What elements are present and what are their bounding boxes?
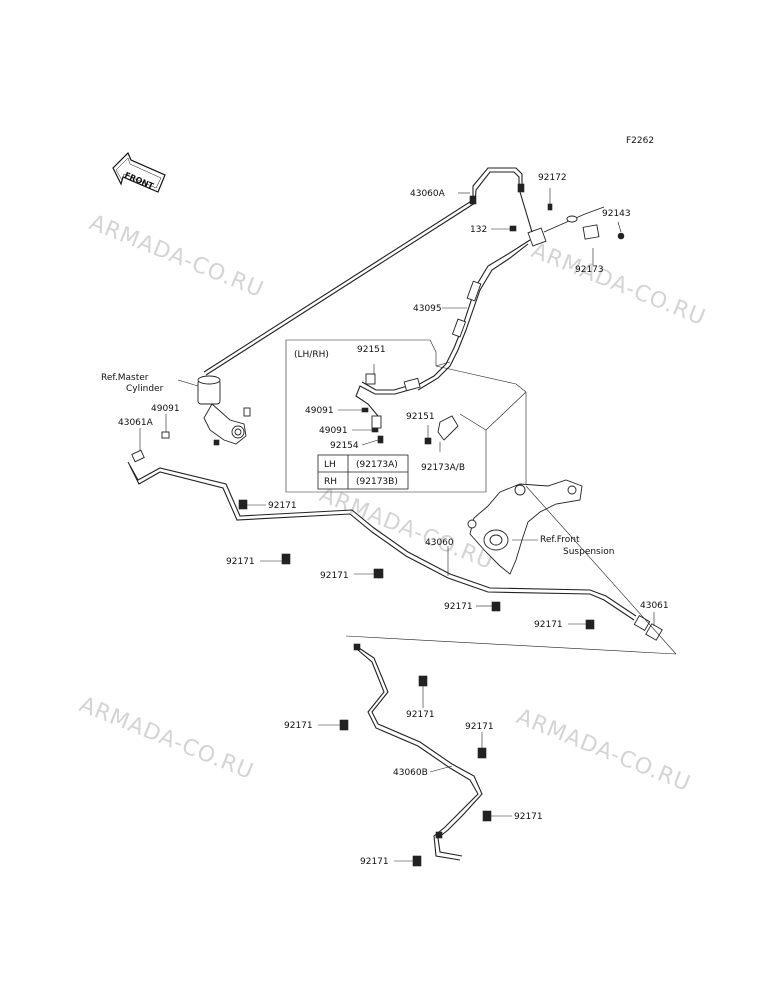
part-label-92171-g: 92171 [284,721,313,731]
part-label-49091-left: 49091 [151,404,180,414]
part-label-92154: 92154 [330,441,359,451]
clamp-icon [482,810,492,822]
part-label-92143: 92143 [602,209,631,219]
part-label-92173AB: 92173A/B [421,463,465,473]
brake-hose-joint [519,188,625,265]
part-label-43061A: 43061A [118,418,154,428]
part-label-43060: 43060 [425,538,454,548]
ref-front-suspension-line1: Ref.Front [540,535,580,545]
brake-pipe-43060 [127,461,637,617]
clamp-icon [477,747,487,759]
watermark: ARMADA-CO.RU [76,692,257,785]
part-label-43061: 43061 [640,601,669,611]
fitting [517,183,525,193]
figure-code: F2262 [626,136,654,146]
watermark: ARMADA-CO.RU [513,704,694,797]
part-label-92171-h: 92171 [465,722,494,732]
part-label-92171-a: 92171 [268,501,297,511]
variant-side-lh: LH [324,460,336,470]
clamp-icon [491,601,501,612]
variant-table: LH (92173A) RH (92173B) [317,454,409,490]
part-label-92171-i: 92171 [514,812,543,822]
part-label-49091-lower: 49091 [319,426,348,436]
part-label-92171-f: 92171 [406,710,435,720]
master-cylinder [197,375,251,446]
part-label-43060A: 43060A [410,189,446,199]
hose-bracket-92173AB [424,391,527,452]
hose-fitting-assembly [338,364,421,446]
watermark: ARMADA-CO.RU [86,210,267,303]
part-label-92171-d: 92171 [444,602,473,612]
clamp-icon [418,675,428,687]
variant-part-rh: (92173B) [356,477,398,487]
ref-master-cylinder-line2: Cylinder [126,384,164,394]
part-label-92171-b: 92171 [226,557,255,567]
ref-front-suspension-line2: Suspension [563,547,614,557]
watermark: ARMADA-CO.RU [316,482,497,575]
variant-box-outline [285,339,430,493]
part-label-43095: 43095 [413,304,442,314]
ref-master-cylinder-line1: Ref.Master [101,373,149,383]
part-label-92172: 92172 [538,173,567,183]
watermark: ARMADA-CO.RU [528,238,709,331]
variant-side-rh: RH [324,477,337,487]
part-label-92173: 92173 [575,265,604,275]
part-label-92171-j: 92171 [360,857,389,867]
clamp-icon [412,855,422,867]
clamp-icon [585,619,595,630]
part-label-92171-e: 92171 [534,620,563,630]
part-label-92151-right: 92151 [406,412,435,422]
fitting [469,195,477,205]
part-label-92171-c: 92171 [320,571,349,581]
part-label-132: 132 [470,225,487,235]
front-arrow-icon: FRONT [112,151,166,193]
part-label-49091-upper: 49091 [305,406,334,416]
front-suspension-knuckle [467,479,583,575]
variant-box-title: (LH/RH) [294,350,329,360]
clamp-icon [339,719,349,731]
part-label-43060B: 43060B [393,768,428,778]
clamp-icon [281,553,291,565]
clamp-icon [373,568,384,579]
clamp-icon [238,499,248,510]
part-label-92151-upper: 92151 [357,345,386,355]
variant-part-lh: (92173A) [356,460,398,470]
